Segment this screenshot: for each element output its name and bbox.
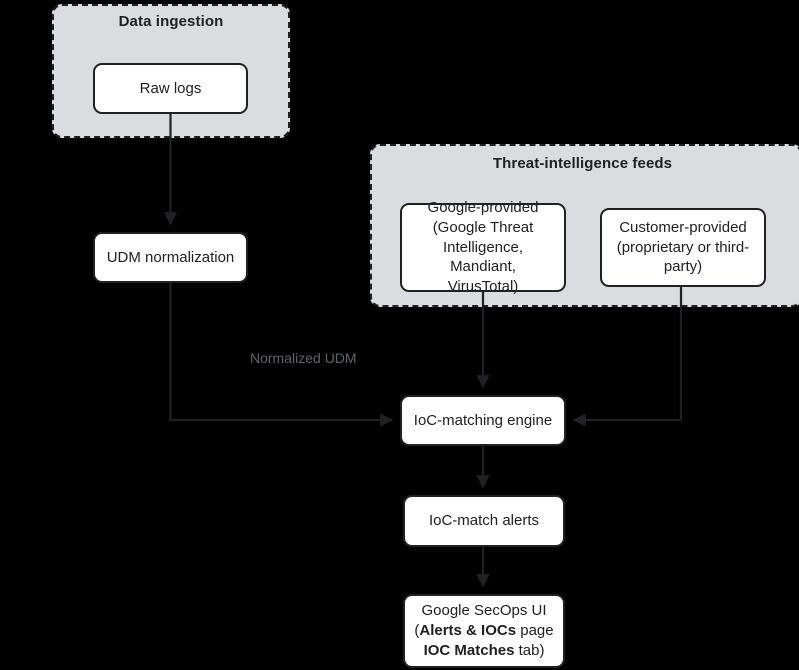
secops-line2-prefix: ( xyxy=(414,622,420,640)
node-raw-logs-line-1: Raw logs xyxy=(139,79,202,97)
node-customer-provided-line-2: (proprietary or third- xyxy=(616,238,750,256)
cluster-title-data-ingestion: Data ingestion xyxy=(118,13,224,30)
node-customer-provided[interactable]: Customer-provided (proprietary or third-… xyxy=(600,208,766,287)
node-google-secops-ui-line-3: IOC Matches tab) xyxy=(413,641,555,661)
secops-line2-rest: page xyxy=(516,622,554,640)
cluster-title-threat-intelligence-feeds: Threat-intelligence feeds xyxy=(492,155,673,172)
node-customer-provided-line-1: Customer-provided xyxy=(619,218,747,236)
node-customer-provided-line-3: party) xyxy=(663,258,703,276)
node-ioc-match-alerts[interactable]: IoC-match alerts xyxy=(403,495,565,547)
node-ioc-matching-engine[interactable]: IoC-matching engine xyxy=(400,395,566,446)
node-google-provided-line-1: Google-provided xyxy=(427,198,539,216)
node-google-provided-line-2: (Google Threat xyxy=(432,218,534,236)
node-udm-normalization-line-1: UDM normalization xyxy=(106,248,235,266)
secops-line2-bold: Alerts & IOCs xyxy=(419,622,517,640)
node-ioc-match-alerts-line-1: IoC-match alerts xyxy=(428,512,540,530)
node-google-provided[interactable]: Google-provided (Google Threat Intellige… xyxy=(400,199,566,295)
node-google-secops-ui-line-2: (Alerts & IOCs page xyxy=(413,621,555,641)
node-google-provided-line-4: VirusTotal) xyxy=(447,278,519,296)
secops-line3-bold: IOC Matches xyxy=(423,641,515,659)
node-google-secops-ui[interactable]: Google SecOps UI (Alerts & IOCs page IOC… xyxy=(403,594,565,668)
secops-line3-rest: tab) xyxy=(514,641,545,659)
node-udm-normalization[interactable]: UDM normalization xyxy=(93,232,248,283)
node-google-secops-ui-line-1: Google SecOps UI xyxy=(421,602,547,620)
edge-label-normalized-udm: Normalized UDM xyxy=(250,350,357,366)
node-raw-logs[interactable]: Raw logs xyxy=(93,63,248,114)
node-google-provided-line-3: Intelligence, Mandiant, xyxy=(442,238,524,276)
node-ioc-matching-engine-line-1: IoC-matching engine xyxy=(413,411,553,429)
